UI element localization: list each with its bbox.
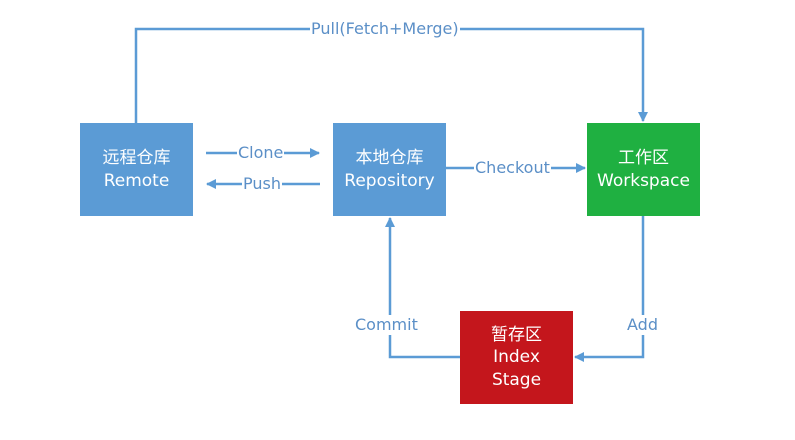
repository-subtitle: Repository xyxy=(344,170,435,191)
remote-title: 远程仓库 xyxy=(102,148,171,169)
commit-label: Commit xyxy=(354,315,419,335)
clone-label: Clone xyxy=(237,143,285,163)
pull-arrow xyxy=(134,27,648,123)
remote-subtitle: Remote xyxy=(103,170,170,191)
workspace-box: 工作区 Workspace xyxy=(587,123,700,216)
repository-title: 本地仓库 xyxy=(355,148,424,169)
workspace-title: 工作区 xyxy=(618,148,669,169)
push-label: Push xyxy=(242,174,282,194)
local-repository-box: 本地仓库 Repository xyxy=(333,123,446,216)
checkout-label: Checkout xyxy=(474,158,551,178)
add-label: Add xyxy=(626,315,659,335)
pull-label: Pull(Fetch+Merge) xyxy=(310,19,460,39)
remote-repository-box: 远程仓库 Remote xyxy=(80,123,193,216)
staging-area-box: 暂存区 Index Stage xyxy=(460,311,573,404)
stage-line-index: Index xyxy=(493,347,540,368)
commit-arrow xyxy=(385,217,460,359)
add-arrow xyxy=(574,216,645,362)
workspace-subtitle: Workspace xyxy=(597,170,690,191)
stage-line-stage: Stage xyxy=(491,369,542,390)
stage-title: 暂存区 xyxy=(491,325,542,346)
